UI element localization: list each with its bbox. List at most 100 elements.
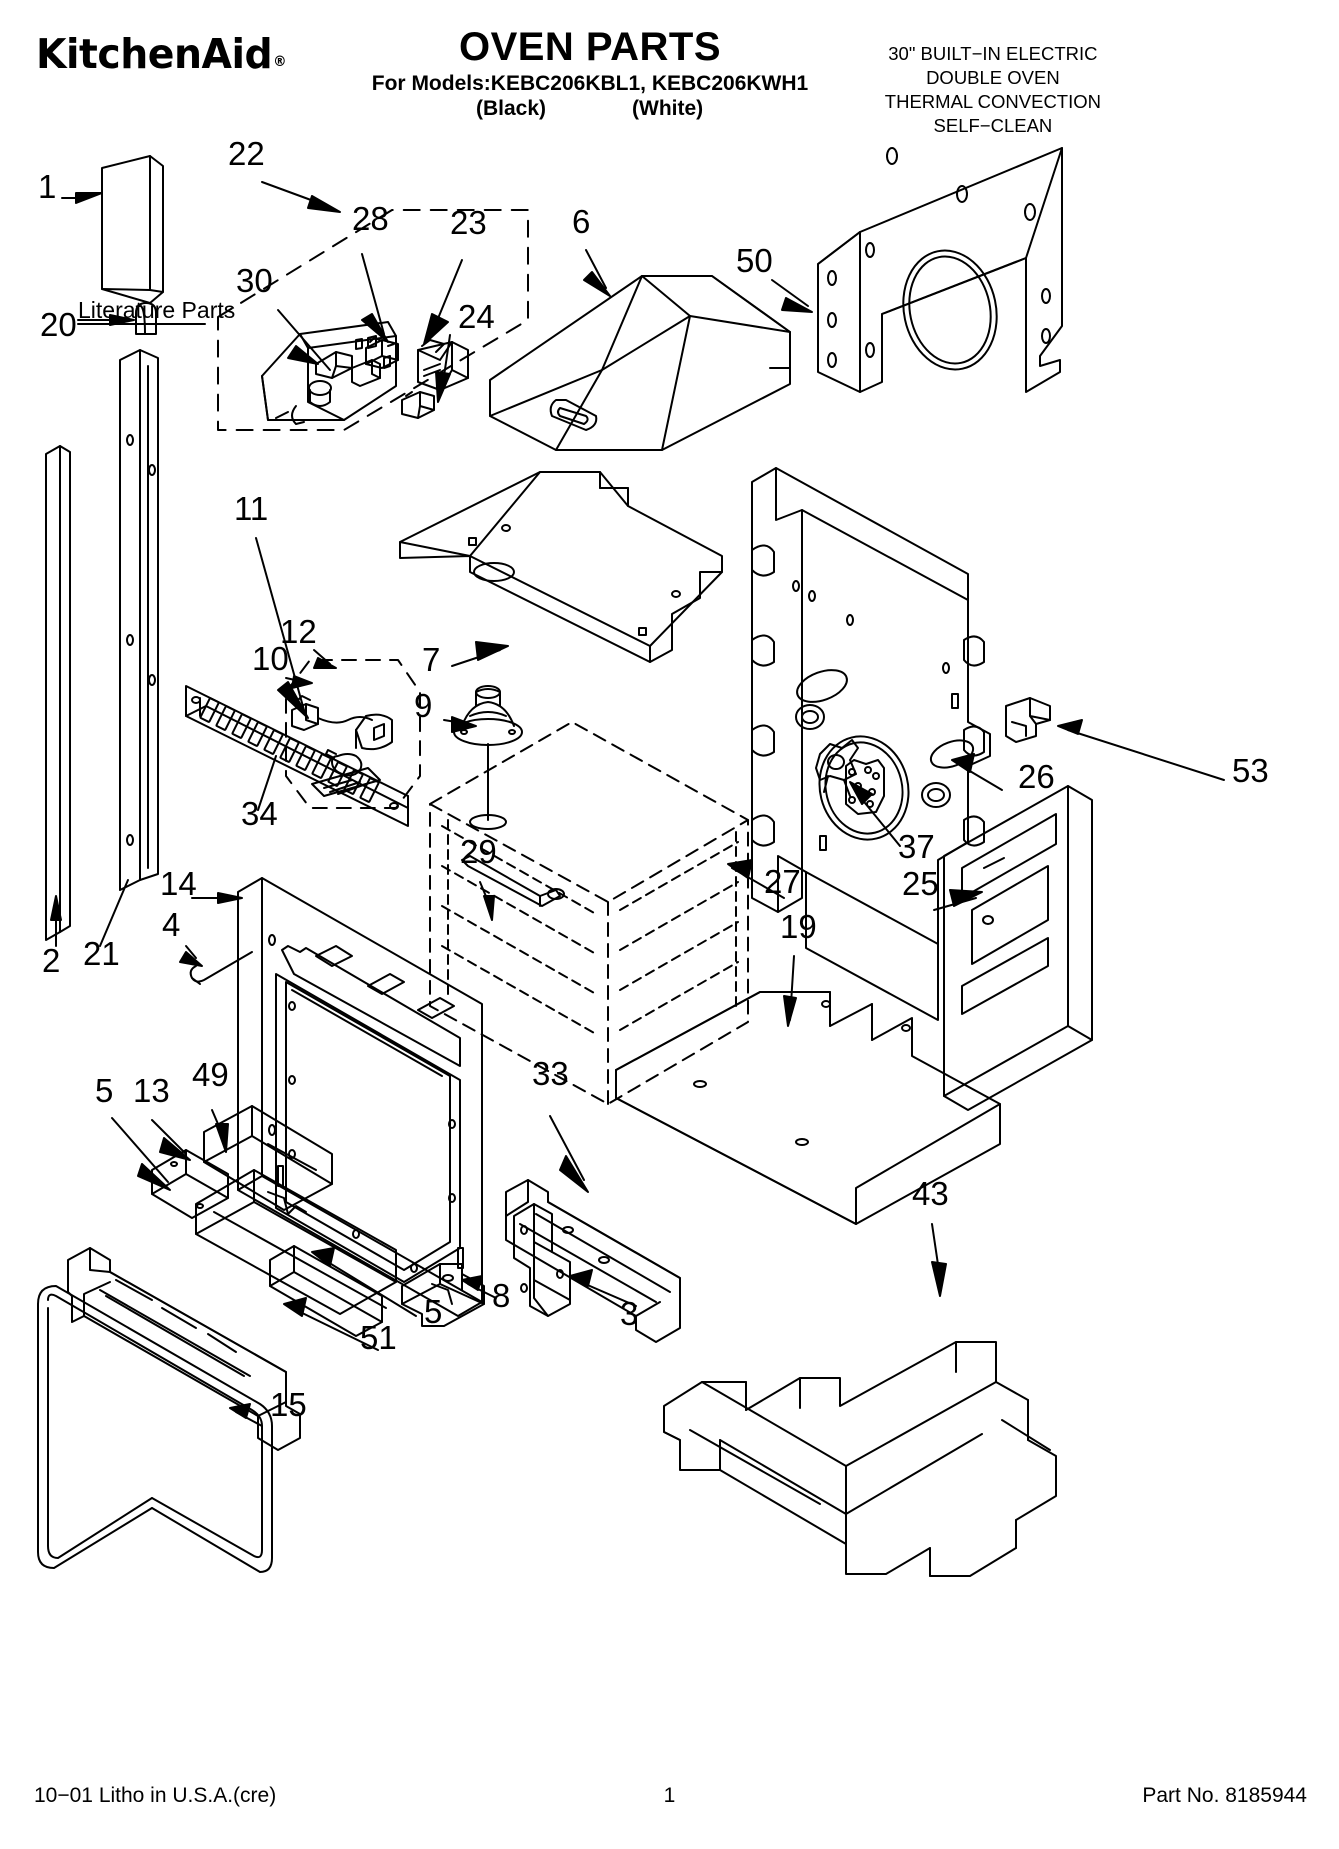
part-49-rail xyxy=(203,1105,333,1211)
brand-name: KitchenAid xyxy=(36,30,273,78)
part-11-dashed-box xyxy=(285,659,421,809)
leader-25 xyxy=(933,889,983,911)
leader-27 xyxy=(727,859,785,899)
part-43-base-pan xyxy=(663,1341,1057,1577)
exploded-parts-diagram: 1 22 28 23 30 24 6 50 20 11 12 10 7 9 34… xyxy=(0,120,1339,1770)
callout-28: 28 xyxy=(352,200,389,237)
leader-4 xyxy=(179,945,203,967)
leader-5b xyxy=(311,1247,417,1317)
callout-33: 33 xyxy=(532,1055,569,1092)
page-header: KitchenAid® OVEN PARTS For Models:KEBC20… xyxy=(0,0,1339,140)
callout-50: 50 xyxy=(736,242,773,279)
part-8-bracket xyxy=(401,1263,485,1327)
leader-1 xyxy=(61,192,103,204)
part-28-switch xyxy=(365,337,399,369)
part-33-long-rail xyxy=(505,1179,681,1343)
leader-53 xyxy=(1057,719,1225,781)
callout-23: 23 xyxy=(450,204,487,241)
callout-2: 2 xyxy=(42,942,60,979)
part-2-long-rail xyxy=(45,445,71,941)
leader-13 xyxy=(151,1119,191,1161)
models-line: For Models:KEBC206KBL1, KEBC206KWH1 xyxy=(371,72,809,95)
leader-37 xyxy=(849,781,901,847)
leader-49 xyxy=(211,1109,229,1153)
part-1-literature xyxy=(101,155,164,304)
finish-line: (Black) (White) xyxy=(330,97,850,123)
part-14-front-frame xyxy=(237,877,483,1317)
footer-page-number: 1 xyxy=(663,1784,676,1807)
leader-5 xyxy=(111,1117,171,1191)
callout-8: 8 xyxy=(492,1277,510,1314)
callout-9: 9 xyxy=(414,687,432,724)
part-22-dashed-box xyxy=(217,209,529,431)
part-5b-lower-rail xyxy=(269,1245,383,1337)
finish-white-label: (White) xyxy=(632,97,704,121)
part-26-chassis-panel xyxy=(751,467,991,1021)
part-34-vent-trim xyxy=(185,685,409,827)
footer-litho-text: 10−01 Litho in U.S.A.(cre) xyxy=(34,1784,277,1807)
callout-11: 11 xyxy=(234,490,268,527)
part-27-oven-cavity xyxy=(429,721,749,1105)
leader-43 xyxy=(931,1223,947,1297)
part-5-upper-rail xyxy=(195,1169,397,1315)
part-15-door-wire-frame xyxy=(37,1285,273,1573)
part-53-clip xyxy=(1005,697,1051,743)
callout-34: 34 xyxy=(241,795,278,832)
part-7-top-plate xyxy=(399,471,723,663)
spec-line-4: SELF−CLEAN xyxy=(933,115,1053,137)
callout-26: 26 xyxy=(1018,758,1055,795)
part-23-transformer xyxy=(417,339,469,391)
spec-block: 30" BUILT−IN ELECTRIC DOUBLE OVEN THERMA… xyxy=(885,42,1101,138)
part-6-heat-shield xyxy=(489,275,791,451)
callout-24: 24 xyxy=(458,298,495,335)
leader-9 xyxy=(443,716,477,733)
spec-line-3: THERMAL CONVECTION xyxy=(884,91,1101,113)
registered-trademark-icon: ® xyxy=(273,54,287,70)
callout-1: 1 xyxy=(38,168,56,205)
leader-19 xyxy=(783,955,797,1027)
callout-51: 51 xyxy=(360,1319,397,1356)
leader-22 xyxy=(261,181,341,213)
leader-50 xyxy=(771,279,813,313)
part-21-side-trim xyxy=(119,349,159,891)
part-19-shelf-plate xyxy=(615,991,1001,1225)
callout-numbers: 1 22 28 23 30 24 6 50 20 11 12 10 7 9 34… xyxy=(38,135,1269,1423)
callout-3: 3 xyxy=(620,1295,638,1332)
leader-33 xyxy=(549,1115,589,1193)
footer-part-number: Part No. 8185944 xyxy=(1142,1784,1307,1807)
callout-5-lower: 5 xyxy=(424,1293,442,1330)
callout-6: 6 xyxy=(572,203,590,240)
leader-15 xyxy=(229,1403,263,1427)
callout-27: 27 xyxy=(764,863,801,900)
callout-5: 5 xyxy=(95,1072,113,1109)
leader-28 xyxy=(361,253,389,343)
leader-6 xyxy=(583,249,611,297)
literature-parts-label: Literature Parts xyxy=(78,297,235,323)
spec-line-1: 30" BUILT−IN ELECTRIC xyxy=(888,43,1098,64)
leader-21 xyxy=(99,879,129,947)
leader-26 xyxy=(951,753,1003,791)
kitchenaid-logo: KitchenAid® xyxy=(36,34,287,75)
title-block: OVEN PARTS For Models:KEBC206KBL1, KEBC2… xyxy=(330,26,850,123)
part-25-inner-door-panel xyxy=(943,785,1093,1111)
page-title: OVEN PARTS xyxy=(458,25,722,69)
leader-3 xyxy=(569,1269,637,1307)
diagram-canvas: 1 22 28 23 30 24 6 50 20 11 12 10 7 9 34… xyxy=(37,135,1269,1577)
part-24-connector xyxy=(401,391,435,419)
leader-12 xyxy=(313,649,337,669)
leader-20 xyxy=(77,314,135,326)
leader-14 xyxy=(191,892,243,904)
callout-15: 15 xyxy=(270,1386,307,1423)
leader-8 xyxy=(461,1275,497,1299)
spec-line-2: DOUBLE OVEN xyxy=(926,67,1060,89)
part-11-lamp-assembly xyxy=(291,695,393,751)
leader-23 xyxy=(423,259,463,345)
callout-14: 14 xyxy=(160,865,197,902)
callout-12: 12 xyxy=(280,613,317,650)
part-29-bracket xyxy=(461,855,565,907)
callout-7: 7 xyxy=(422,641,440,678)
callout-43: 43 xyxy=(912,1175,949,1212)
part-9-fan-motor xyxy=(453,685,523,830)
finish-black-label: (Black) xyxy=(476,97,547,121)
